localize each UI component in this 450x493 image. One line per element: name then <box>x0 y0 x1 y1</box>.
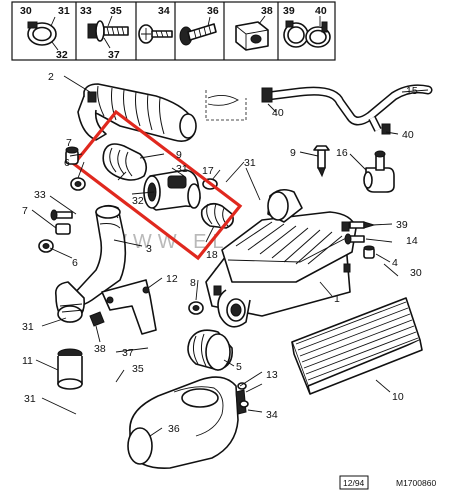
callout-5: 5 <box>236 361 242 373</box>
header-label-39: 39 <box>283 5 295 17</box>
callout-36: 36 <box>168 423 180 435</box>
header-sublabel-32: 32 <box>56 49 68 61</box>
connector-hose <box>187 329 234 371</box>
callout-15: 15 <box>406 85 418 97</box>
stud-8 <box>188 301 204 315</box>
callout-35: 35 <box>132 363 144 375</box>
bolt-33 <box>50 209 73 221</box>
header-label-30: 30 <box>20 5 32 17</box>
tapping-screw-icon <box>138 24 173 44</box>
resonator-sleeve <box>57 348 83 390</box>
callout-31-b: 31 <box>244 157 256 169</box>
hose-clamp-icon <box>283 20 309 48</box>
intake-pipe <box>54 204 127 323</box>
callout-33: 33 <box>34 189 46 201</box>
callout-12: 12 <box>166 273 178 285</box>
callout-1: 1 <box>334 293 340 305</box>
callout-7-upper: 7 <box>66 137 72 149</box>
callout-17: 17 <box>202 165 214 177</box>
breather-nipple <box>313 145 330 178</box>
callout-40-right: 40 <box>402 129 414 141</box>
grommet-7-lower <box>55 223 71 235</box>
callout-8: 8 <box>190 277 196 289</box>
callout-14: 14 <box>406 235 418 247</box>
header-label-36: 36 <box>207 5 219 17</box>
air-filter-element <box>291 297 423 395</box>
cage-nut-38 <box>89 311 105 327</box>
callout-38: 38 <box>94 343 106 355</box>
grommet-6-top <box>70 177 86 191</box>
callout-3: 3 <box>146 243 152 255</box>
watermark-text: WWW.EL <box>108 231 230 253</box>
callout-40-top: 40 <box>272 107 284 119</box>
parts-header-strip: 30 31 33 35 34 36 38 39 40 32 37 <box>11 1 336 61</box>
cage-nut-icon <box>235 15 269 51</box>
callout-2: 2 <box>48 71 54 83</box>
hose-clip-icon <box>27 16 59 51</box>
support-bracket <box>101 279 157 335</box>
leader-lines <box>31 75 429 437</box>
header-label-35: 35 <box>110 5 122 17</box>
callout-30: 30 <box>410 267 422 279</box>
header-label-34: 34 <box>158 5 170 17</box>
header-sublabel-37: 37 <box>108 49 120 61</box>
callout-32: 32 <box>132 195 144 207</box>
highlight-box <box>71 109 243 261</box>
header-label-38: 38 <box>261 5 273 17</box>
footer-reference: M1700860 <box>396 478 436 488</box>
airflow-meter-assembly <box>102 143 234 229</box>
grommet-6-lower <box>38 239 54 253</box>
footer-date: 12/94 <box>343 478 365 488</box>
callout-9-upper: 9 <box>176 149 182 161</box>
hose-elbow-fitting <box>363 150 395 193</box>
grommet-7-top <box>65 146 79 165</box>
callout-37: 37 <box>122 347 134 359</box>
callout-39: 39 <box>396 219 408 231</box>
inlet-duct <box>77 83 197 142</box>
callout-6-lower: 6 <box>72 257 78 269</box>
footer: 12/94 M1700860 <box>339 475 436 490</box>
housing-screw-14 <box>344 233 365 245</box>
header-label-33: 33 <box>80 5 92 17</box>
callout-4: 4 <box>392 257 398 269</box>
callout-9-right: 9 <box>290 147 296 159</box>
socket-screw-icon <box>179 16 217 46</box>
callout-7-lower: 7 <box>22 205 28 217</box>
callout-31-a: 31 <box>176 163 188 175</box>
callout-31-d: 31 <box>24 393 36 405</box>
callout-31-c: 31 <box>22 321 34 333</box>
breather-hose <box>205 84 433 135</box>
spring-clamp-icon <box>305 16 331 48</box>
air-filter-housing <box>205 188 357 328</box>
rubber-mount-4 <box>363 245 375 259</box>
callout-10: 10 <box>392 391 404 403</box>
lower-elbow-duct <box>127 376 249 469</box>
housing-screw-39 <box>349 221 376 229</box>
callout-11: 11 <box>22 355 33 367</box>
callout-6-upper: 6 <box>64 157 70 169</box>
callout-13: 13 <box>266 369 278 381</box>
callout-18: 18 <box>206 249 218 261</box>
callout-34: 34 <box>266 409 278 421</box>
flanged-bolt-icon <box>87 15 129 49</box>
callout-16: 16 <box>336 147 348 159</box>
header-label-40: 40 <box>315 5 327 17</box>
header-label-31: 31 <box>58 5 70 17</box>
